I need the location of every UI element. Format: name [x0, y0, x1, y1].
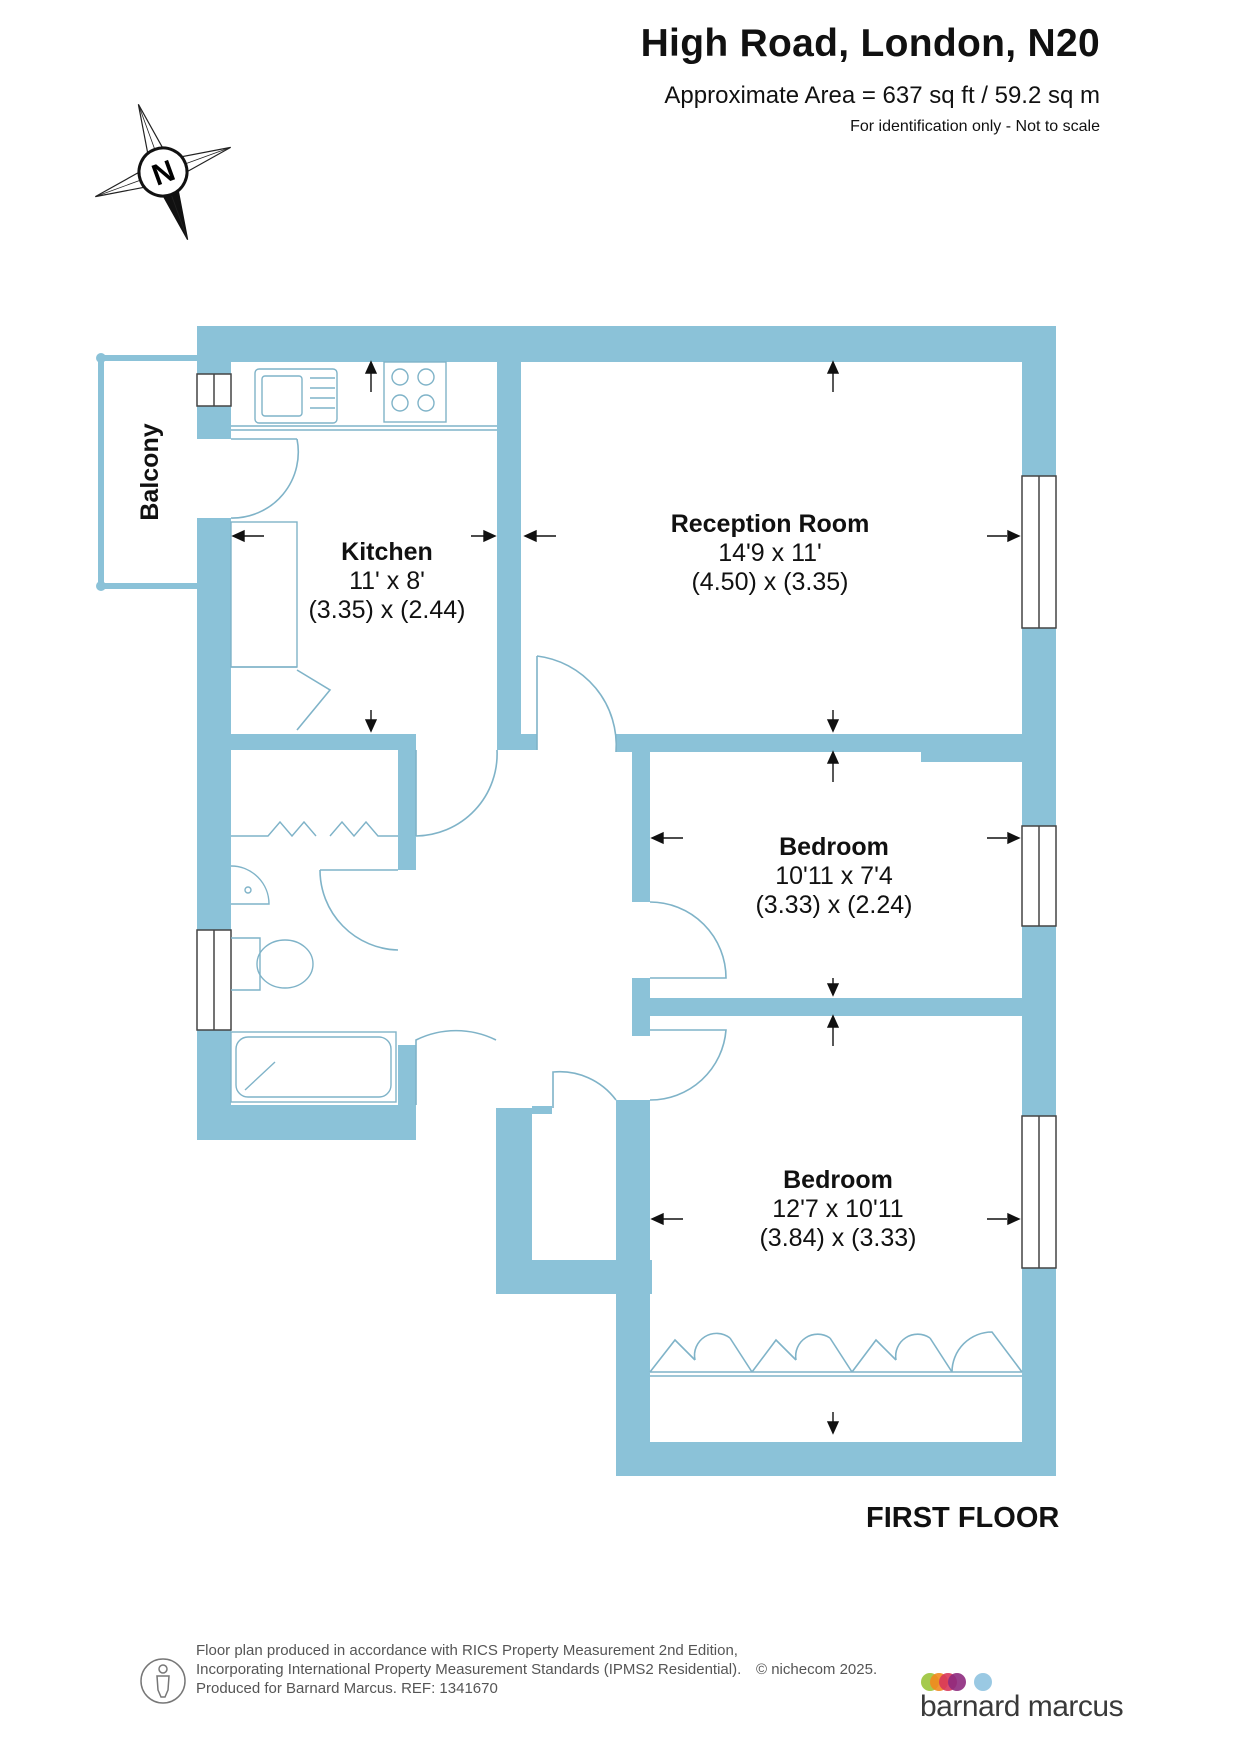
bedroom1-imperial: 10'11 x 7'4 — [775, 862, 893, 890]
reception-imperial: 14'9 x 11' — [718, 539, 822, 567]
footer-copyright: © nichecom 2025. — [756, 1661, 878, 1678]
bedroom1-label: Bedroom — [779, 833, 889, 861]
brand-logo-text: barnard marcus — [920, 1690, 1124, 1723]
bedroom2-label: Bedroom — [783, 1166, 893, 1194]
brand-logo-dots — [921, 1673, 992, 1691]
approximate-area: Approximate Area = 637 sq ft / 59.2 sq m — [664, 82, 1100, 109]
balcony — [98, 355, 197, 589]
doors — [230, 438, 727, 1108]
kitchen-label: Kitchen — [341, 538, 433, 566]
kitchen-imperial: 11' x 8' — [349, 567, 425, 595]
person-measure-icon — [140, 1658, 186, 1704]
reception-label: Reception Room — [671, 510, 870, 538]
bedroom2-metric: (3.84) x (3.33) — [759, 1224, 916, 1252]
footer-line-3: Produced for Barnard Marcus. REF: 134167… — [196, 1680, 498, 1697]
footer-text: Floor plan produced in accordance with R… — [196, 1641, 877, 1698]
dimension-arrows — [231, 360, 1021, 1435]
footer-line-2: Incorporating International Property Mea… — [196, 1661, 742, 1678]
kitchen-fittings — [230, 361, 497, 668]
identification-note: For identification only - Not to scale — [850, 118, 1100, 135]
bedroom2-imperial: 12'7 x 10'11 — [772, 1195, 903, 1223]
bathroom-fittings — [230, 820, 398, 1103]
property-title: High Road, London, N20 — [640, 22, 1100, 65]
kitchen-metric: (3.35) x (2.44) — [308, 596, 465, 624]
north-arrow-icon — [95, 104, 231, 240]
footer-line-1: Floor plan produced in accordance with R… — [196, 1642, 738, 1659]
bedroom1-metric: (3.33) x (2.24) — [755, 891, 912, 919]
balcony-label: Balcony — [136, 423, 164, 520]
windows — [196, 373, 1057, 1269]
reception-metric: (4.50) x (3.35) — [691, 568, 848, 596]
floor-label: FIRST FLOOR — [866, 1502, 1060, 1534]
wardrobe — [649, 1331, 1023, 1377]
